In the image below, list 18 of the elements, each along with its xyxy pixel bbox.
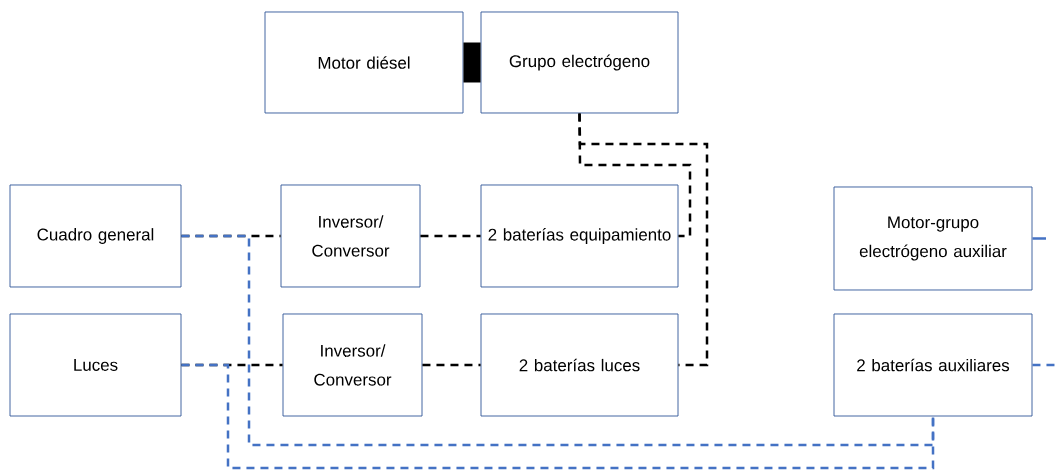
process-box: 2 baterías equipamiento <box>480 184 679 288</box>
coupling-block <box>463 42 481 83</box>
process-box: Grupo electrógeno <box>480 11 679 114</box>
connector-line <box>181 363 935 470</box>
process-box: Cuadro general <box>9 184 182 288</box>
connector-line <box>1032 237 1046 240</box>
process-box: Motor diésel <box>264 11 464 114</box>
process-box: 2 baterías luces <box>480 313 679 417</box>
connector-line <box>420 234 481 238</box>
process-box: Inversor/ Conversor <box>280 184 421 288</box>
process-box: Motor-grupo electrógeno auxiliar <box>833 186 1033 291</box>
connector-line <box>578 113 709 367</box>
connector-line <box>181 234 935 447</box>
connector-line <box>422 363 481 367</box>
process-box: Luces <box>9 313 182 417</box>
connector-line <box>1032 363 1056 367</box>
process-box: Inversor/ Conversor <box>282 313 423 417</box>
process-box: 2 baterías auxiliares <box>833 313 1033 417</box>
